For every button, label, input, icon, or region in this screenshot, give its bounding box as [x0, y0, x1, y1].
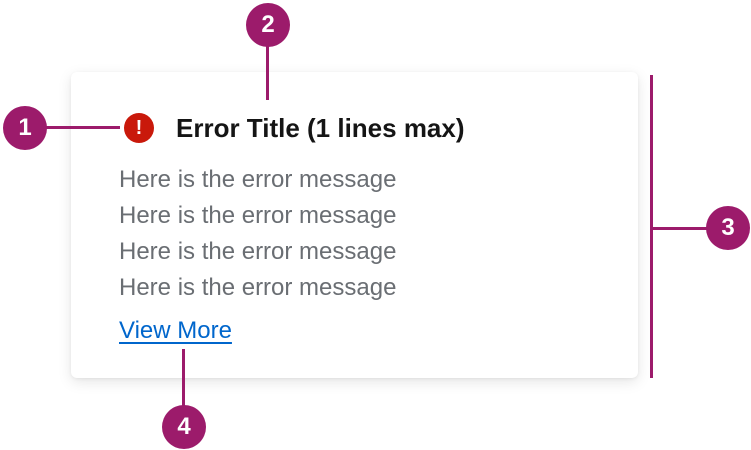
callout-4-leader-line [182, 349, 185, 409]
view-more-link[interactable]: View More [119, 317, 232, 344]
callout-2-leader-line [266, 40, 269, 100]
error-message-list: Here is the error message Here is the er… [119, 162, 396, 306]
callout-1-leader-line [40, 126, 120, 129]
callout-1-badge: 1 [3, 106, 47, 150]
error-card: ! Error Title (1 lines max) Here is the … [71, 72, 638, 378]
callout-3-bracket-line [650, 75, 653, 378]
error-message: Here is the error message [119, 166, 397, 193]
callout-4-badge: 4 [162, 405, 206, 449]
error-title: Error Title (1 lines max) [176, 113, 465, 143]
callout-2-badge: 2 [246, 3, 290, 47]
error-message: Here is the error message [119, 274, 397, 301]
error-message: Here is the error message [119, 202, 397, 229]
error-message: Here is the error message [119, 238, 397, 265]
exclamation-circle-icon: ! [124, 113, 154, 143]
callout-3-badge: 3 [706, 206, 750, 250]
callout-3-leader-line [650, 227, 712, 230]
